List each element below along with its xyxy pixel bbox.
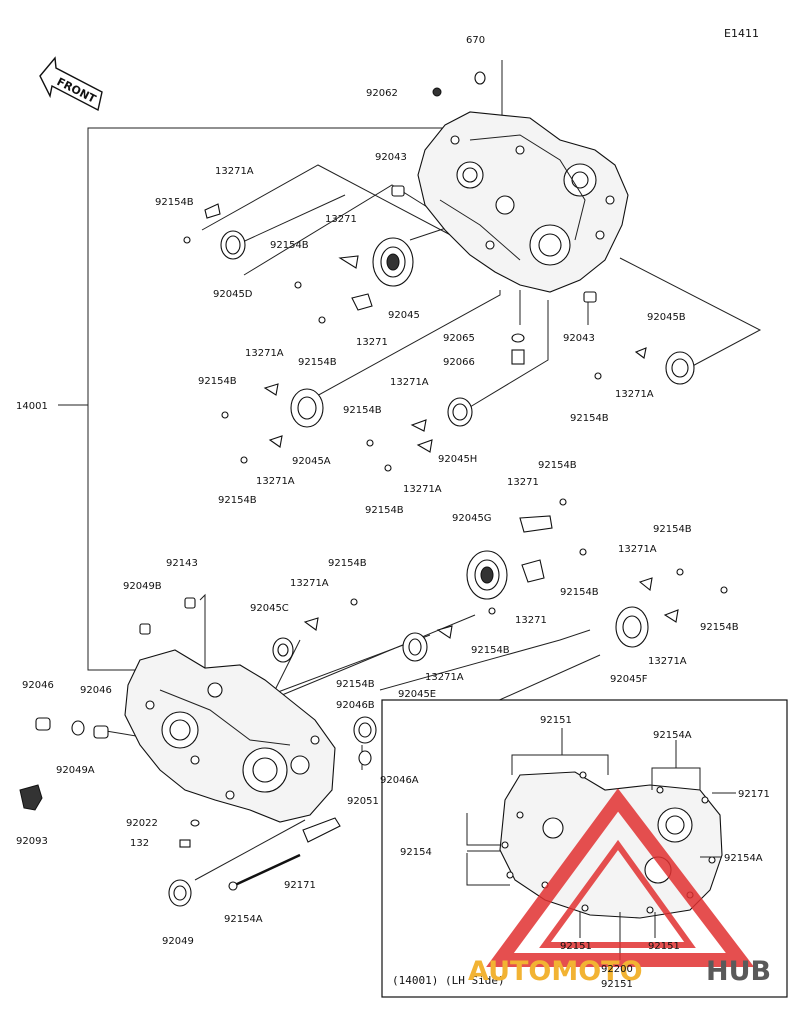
part-label: 92045B (647, 312, 686, 323)
bearing-92045E (402, 632, 428, 662)
part-label: 92046A (380, 775, 419, 786)
part-label: 92045C (250, 603, 289, 614)
part-label: 92154B (471, 645, 510, 656)
part-label: 13271 (507, 477, 539, 488)
part-label: 92065 (443, 333, 475, 344)
part-label: 92154B (570, 413, 609, 424)
bearing-92045A (290, 388, 324, 428)
automotohub-logo: AUTOMOTO HUB (468, 788, 771, 987)
watermark-text-b: HUB (706, 956, 771, 987)
inset-part-label: 92154A (724, 853, 763, 864)
part-label: 13271 (325, 214, 357, 225)
part-label: 92154B (336, 679, 375, 690)
part-label: 13271A (403, 484, 442, 495)
part-label: 92154B (270, 240, 309, 251)
part-label: 92051 (347, 796, 379, 807)
leader-lines (99, 60, 762, 881)
part-label: 13271 (515, 615, 547, 626)
part-label: 92154B (198, 376, 237, 387)
part-label: 92154B (538, 460, 577, 471)
inset-part-label: 92151 (560, 941, 592, 952)
figure-code: E1411 (724, 27, 759, 40)
part-label: 92154B (298, 357, 337, 368)
part-label: 92045H (438, 454, 477, 465)
part-label: 92045G (452, 513, 492, 524)
part-label: 92066 (443, 357, 475, 368)
part-label: 92062 (366, 88, 398, 99)
part-label: 92093 (16, 836, 48, 847)
inset-part-label: 92200 (601, 964, 633, 975)
part-label: 92045F (610, 674, 648, 685)
part-label: 13271A (245, 348, 284, 359)
bearing-92045C (272, 637, 294, 663)
assembly-bracket-14001 (58, 127, 445, 671)
ring-92049A (71, 720, 85, 736)
inset-part-label: 92151 (648, 941, 680, 952)
bearing-92045B (665, 351, 695, 385)
inset-part-label: 92171 (738, 789, 770, 800)
bearing-92045G (466, 550, 508, 600)
crankcase-left-half (124, 649, 336, 823)
inset-part-label: 92151 (601, 979, 633, 990)
part-label: 13271A (290, 578, 329, 589)
part-label: 92046 (80, 685, 112, 696)
part-label: 92154B (700, 622, 739, 633)
part-label: 13271A (256, 476, 295, 487)
seal-92045H (447, 397, 473, 427)
part-label: 92045 (388, 310, 420, 321)
part-label: 13271A (390, 377, 429, 388)
seal-92049 (168, 879, 192, 907)
part-label: 92045E (398, 689, 436, 700)
part-label: 92022 (126, 818, 158, 829)
part-label: 92046 (22, 680, 54, 691)
part-label: 92154B (218, 495, 257, 506)
part-label: 13271A (648, 656, 687, 667)
part-label: 13271A (215, 166, 254, 177)
bearing-92045D (220, 230, 246, 260)
bearing-92045F (615, 606, 649, 648)
bearing-92046-b (93, 725, 109, 739)
part-label: 14001 (16, 401, 48, 412)
part-label: 92045D (213, 289, 253, 300)
part-label: 92143 (166, 558, 198, 569)
bearing-92045 (372, 237, 414, 287)
watermark-text-a: AUTOMOTO (468, 956, 643, 987)
part-labels: 670 92062 92043 13271A 92154B 92045D 132… (16, 35, 770, 990)
needle-bearing-92046B (353, 716, 377, 744)
part-label: 92049A (56, 765, 95, 776)
part-label: 92154B (343, 405, 382, 416)
part-label: 92049B (123, 581, 162, 592)
part-label: 92154A (224, 914, 263, 925)
part-label: 92154B (560, 587, 599, 598)
part-label: 92154B (653, 524, 692, 535)
part-label: 92046B (336, 700, 375, 711)
hardware (139, 71, 728, 891)
part-label: 92043 (375, 152, 407, 163)
part-label: 92154B (155, 197, 194, 208)
inset-part-label: 92151 (540, 715, 572, 726)
part-label: 92154B (365, 505, 404, 516)
part-label: 13271 (356, 337, 388, 348)
part-label: 92045A (292, 456, 331, 467)
inset-part-label: 92154 (400, 847, 432, 858)
part-label: 92171 (284, 880, 316, 891)
part-label: 92154B (328, 558, 367, 569)
crankcase-right-half (417, 111, 629, 293)
inset-caption: (14001) (LH Side) (392, 974, 505, 987)
part-label: 132 (130, 838, 149, 849)
part-label: 92049 (162, 936, 194, 947)
part-label: 92043 (563, 333, 595, 344)
part-label: 13271A (425, 672, 464, 683)
part-label: 13271A (618, 544, 657, 555)
cap-92093 (19, 784, 43, 811)
bearing-92046-a (35, 717, 51, 731)
inset-part-label: 92154A (653, 730, 692, 741)
seal-92051 (358, 750, 372, 766)
front-arrow-icon: FRONT (39, 56, 103, 112)
part-label: 670 (466, 35, 485, 46)
part-label: 13271A (615, 389, 654, 400)
